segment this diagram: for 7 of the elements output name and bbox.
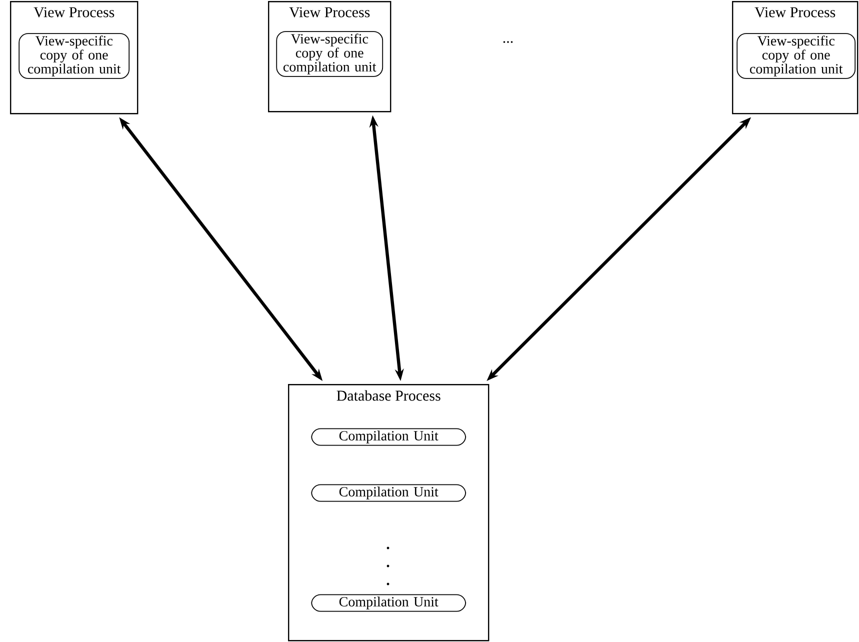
rounded-box: View-specific copy of one compilation unit (736, 33, 856, 79)
rounded-box: Compilation Unit (311, 484, 466, 502)
rounded-box: Compilation Unit (311, 428, 466, 446)
rounded-box: Compilation Unit (311, 594, 466, 612)
rounded-box: View-specific copy of one compilation unit (18, 33, 130, 79)
rounded-box: View-specific copy of one compilation unit (276, 31, 384, 77)
ellipsis: ... (503, 41, 513, 43)
